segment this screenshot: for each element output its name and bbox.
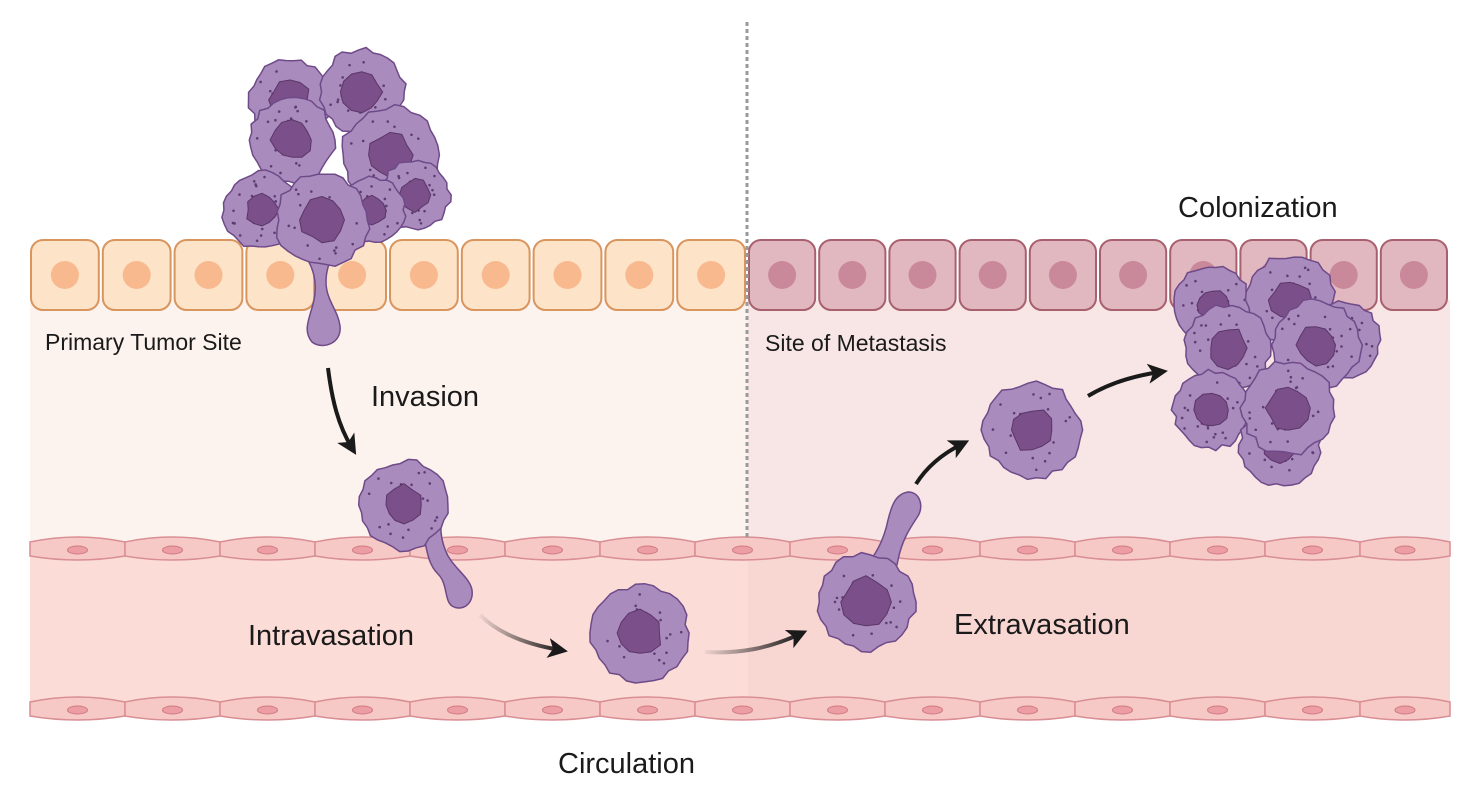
disseminated-cell <box>980 380 1084 481</box>
endothelial-cell <box>219 696 316 721</box>
epithelial-cell <box>604 239 675 311</box>
epithelial-cell <box>389 239 459 311</box>
endothelial-cell <box>314 696 411 721</box>
endothelium-bottom <box>29 696 1451 721</box>
endothelial-cell <box>884 696 981 721</box>
extravasating-cell <box>816 491 922 653</box>
endothelial-cell <box>979 696 1076 721</box>
endothelial-cell <box>599 696 696 721</box>
epithelial-cell <box>958 239 1027 311</box>
epithelial-cell <box>818 239 887 311</box>
intravasating-cell <box>357 458 473 609</box>
endothelial-cell <box>504 696 601 721</box>
epithelial-cell <box>676 239 747 311</box>
primary-tumor-cluster <box>221 46 452 347</box>
intravasation-to-circulation-arrow <box>478 613 568 658</box>
epithelial-cell <box>1099 239 1168 311</box>
epithelial-cell <box>460 239 531 311</box>
epithelium-metastasis <box>748 239 1449 311</box>
endothelial-cell <box>1359 696 1451 721</box>
endothelial-cell <box>694 536 791 561</box>
epithelium-primary <box>30 239 747 311</box>
endothelial-cell <box>789 696 886 721</box>
invasion-label: Invasion <box>371 381 480 413</box>
endothelial-cell <box>409 696 506 721</box>
extravasation-arrow <box>914 440 970 486</box>
circulating-tumor-cell <box>589 582 690 684</box>
tumor-cell <box>1239 360 1336 456</box>
endothelial-cell <box>504 536 601 561</box>
tumor-cell <box>357 458 449 553</box>
colonization-arrow <box>1086 363 1168 398</box>
endothelial-cell <box>599 536 696 561</box>
endothelium-top <box>29 536 1451 561</box>
epithelial-cell <box>748 239 817 311</box>
epithelial-cell <box>1379 239 1449 311</box>
primary-site-label: Primary Tumor Site <box>45 329 242 355</box>
epithelial-cell <box>1028 239 1098 311</box>
epithelial-cell <box>30 239 100 311</box>
endothelial-cell <box>124 696 221 721</box>
endothelial-cell <box>1264 536 1361 561</box>
endothelial-cell <box>1169 696 1266 721</box>
endothelial-cell <box>219 536 316 561</box>
intravasation-label: Intravasation <box>248 620 415 652</box>
endothelial-cell <box>1264 696 1361 721</box>
endothelial-cell <box>1359 536 1451 561</box>
metastasis-site-label: Site of Metastasis <box>765 330 947 356</box>
tumor-cell <box>275 173 371 267</box>
invading-protrusion <box>298 245 342 347</box>
epithelial-cell <box>101 239 172 311</box>
epithelial-cell <box>173 239 244 311</box>
colonization-label: Colonization <box>1178 192 1338 224</box>
endothelial-cell <box>1074 696 1171 721</box>
endothelial-cell <box>1074 536 1171 561</box>
endothelial-cell <box>1169 536 1266 561</box>
tumor-cell <box>248 96 337 185</box>
endothelial-cell <box>124 536 221 561</box>
endothelial-cell <box>29 536 126 561</box>
endothelial-cell <box>694 696 791 721</box>
extravasation-label: Extravasation <box>954 609 1130 641</box>
tumor-cell <box>816 551 917 653</box>
endothelial-cell <box>29 696 126 721</box>
epithelial-cell <box>888 239 957 311</box>
circulation-label: Circulation <box>558 748 695 780</box>
endothelial-cell <box>979 536 1076 561</box>
invasion-arrow <box>326 367 357 455</box>
metastatic-colony <box>1170 256 1382 487</box>
epithelial-cell <box>532 239 603 311</box>
tumor-cell <box>1170 368 1252 452</box>
circulation-to-extravasation-arrow <box>704 630 808 655</box>
